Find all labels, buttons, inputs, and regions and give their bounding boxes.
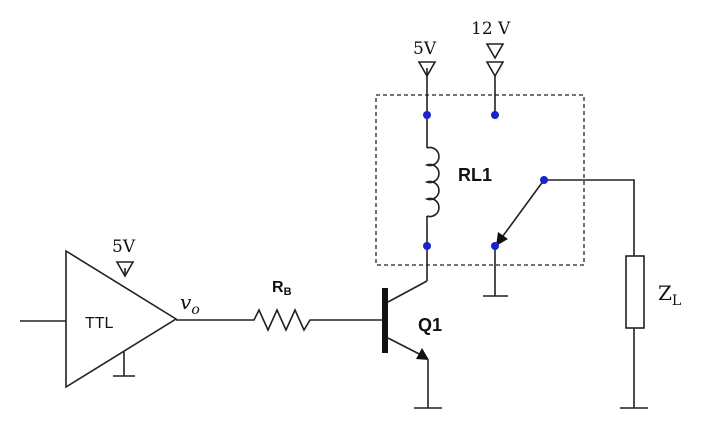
switch-arrow [496, 232, 508, 246]
node-12v-contact [491, 111, 499, 119]
node-coil-bottom [423, 242, 431, 250]
ttl-buffer [65, 249, 178, 389]
relay-coil [424, 146, 440, 218]
node-coil-top [423, 111, 431, 119]
relay-supply-symbol [417, 61, 437, 78]
node-switch-common [540, 176, 548, 184]
ttl-supply-symbol [115, 261, 135, 278]
resistor-label: RB [272, 279, 292, 298]
node-nc-contact [491, 242, 499, 250]
output-voltage-label: vo [180, 290, 200, 318]
relay-supply-label: 5V [413, 39, 437, 59]
relay-label: RL1 [458, 165, 492, 185]
transistor-label: Q1 [418, 315, 442, 335]
supply-12v-symbol [485, 61, 505, 78]
supply-12v-symbol-top [485, 43, 505, 60]
transistor-collector [387, 280, 428, 303]
ttl-supply-label: 5V [112, 237, 136, 257]
load-impedance [625, 255, 645, 329]
relay-switch-arm [499, 179, 545, 241]
base-resistor [248, 308, 318, 332]
load-label: ZL [658, 281, 681, 309]
emitter-arrow [416, 348, 429, 360]
supply-12v-label: 12 V [471, 19, 511, 39]
ttl-label: TTL [85, 315, 114, 332]
load-wire [544, 179, 635, 256]
